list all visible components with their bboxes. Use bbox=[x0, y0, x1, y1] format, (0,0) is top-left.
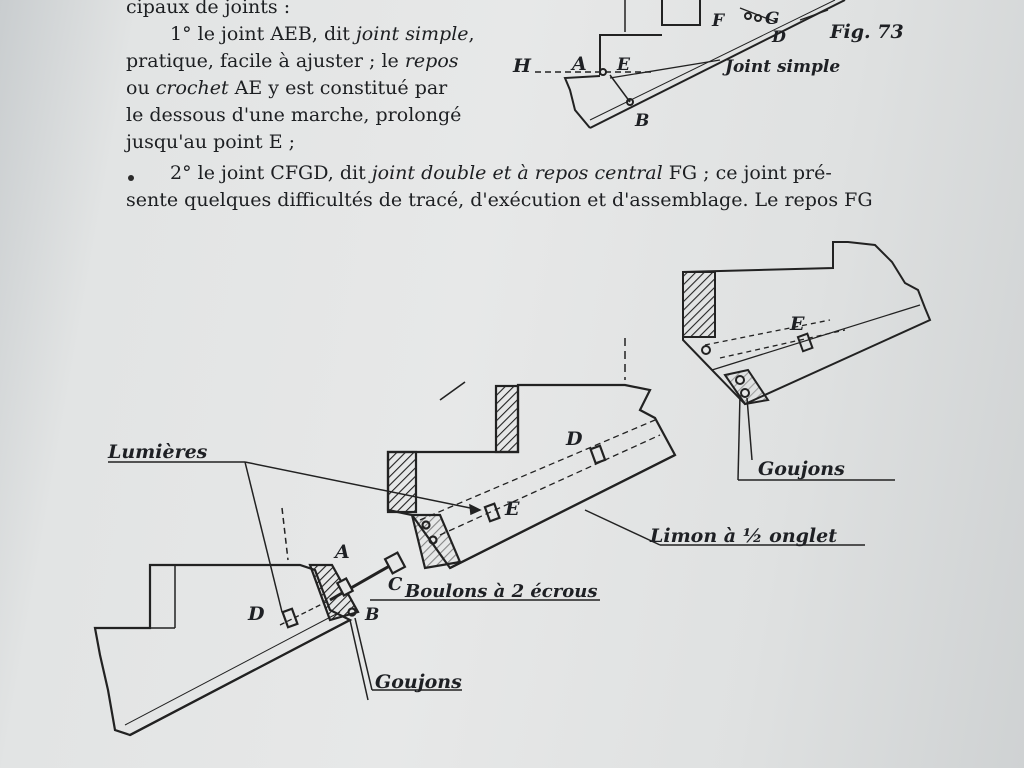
text-span: , bbox=[468, 23, 475, 45]
text-italic: joint simple bbox=[355, 23, 469, 45]
label-b: B bbox=[634, 111, 649, 131]
label-goujons-right: Goujons bbox=[758, 458, 845, 480]
text-span: 2° le joint CFGD, dit bbox=[170, 162, 372, 184]
text-span: FG ; ce joint pré- bbox=[662, 162, 832, 184]
label-d-left: D bbox=[247, 603, 265, 625]
text-span: AE y est constitué par bbox=[228, 77, 448, 99]
label-a-main: A bbox=[333, 541, 350, 563]
text-line: 1° le joint AEB, dit joint simple, bbox=[126, 21, 488, 48]
label-d: D bbox=[771, 27, 786, 46]
figure-main-limon bbox=[93, 338, 677, 737]
text-span: pratique, facile à ajuster ; le bbox=[126, 50, 405, 72]
text-line: 2° le joint CFGD, dit joint double et à … bbox=[126, 160, 916, 187]
text-span: ou bbox=[126, 77, 156, 99]
text-line: sente quelques difficultés de tracé, d'e… bbox=[126, 189, 873, 211]
paragraph-joint-double: 2° le joint CFGD, dit joint double et à … bbox=[126, 160, 916, 214]
label-e-mid: E bbox=[504, 498, 520, 520]
label-lumieres: Lumières bbox=[107, 441, 208, 463]
leader-lines bbox=[108, 461, 865, 613]
figure-number: Fig. 73 bbox=[829, 21, 904, 43]
label-b-main: B bbox=[364, 605, 379, 625]
label-goujons-bottom: Goujons bbox=[375, 671, 462, 693]
label-joint-simple: Joint simple bbox=[722, 57, 840, 77]
figure-right-detail bbox=[682, 241, 932, 481]
text-line: ou crochet AE y est constitué par bbox=[126, 75, 488, 102]
label-d-mid: D bbox=[565, 428, 583, 450]
text-italic: joint double et à repos central bbox=[371, 162, 663, 184]
label-f: F bbox=[711, 11, 726, 31]
text-span: AEB bbox=[270, 23, 312, 45]
label-c-main: C bbox=[388, 574, 403, 595]
text-span: 1° le joint bbox=[170, 23, 271, 45]
bullet-dot bbox=[128, 175, 134, 181]
label-e: E bbox=[616, 55, 631, 75]
text-span: , dit bbox=[311, 23, 356, 45]
label-boulons: Boulons à 2 écrous bbox=[404, 581, 597, 602]
text-italic: repos bbox=[404, 50, 459, 72]
text-line: pratique, facile à ajuster ; le repos bbox=[126, 48, 488, 75]
label-h: H bbox=[512, 55, 532, 77]
label-g: G bbox=[765, 9, 780, 29]
label-a: A bbox=[570, 53, 587, 75]
label-e-right: E bbox=[789, 313, 805, 335]
paragraph-joint-simple: cipaux de joints : 1° le joint AEB, dit … bbox=[126, 0, 488, 156]
text-line: jusqu'au point E ; bbox=[126, 131, 296, 153]
figure-73 bbox=[535, 0, 846, 129]
text-italic: crochet bbox=[155, 77, 229, 99]
label-limon: Limon à ½ onglet bbox=[649, 525, 837, 547]
text-line: le dessous d'une marche, prolongé bbox=[126, 104, 462, 126]
text-line: cipaux de joints : bbox=[126, 0, 291, 18]
